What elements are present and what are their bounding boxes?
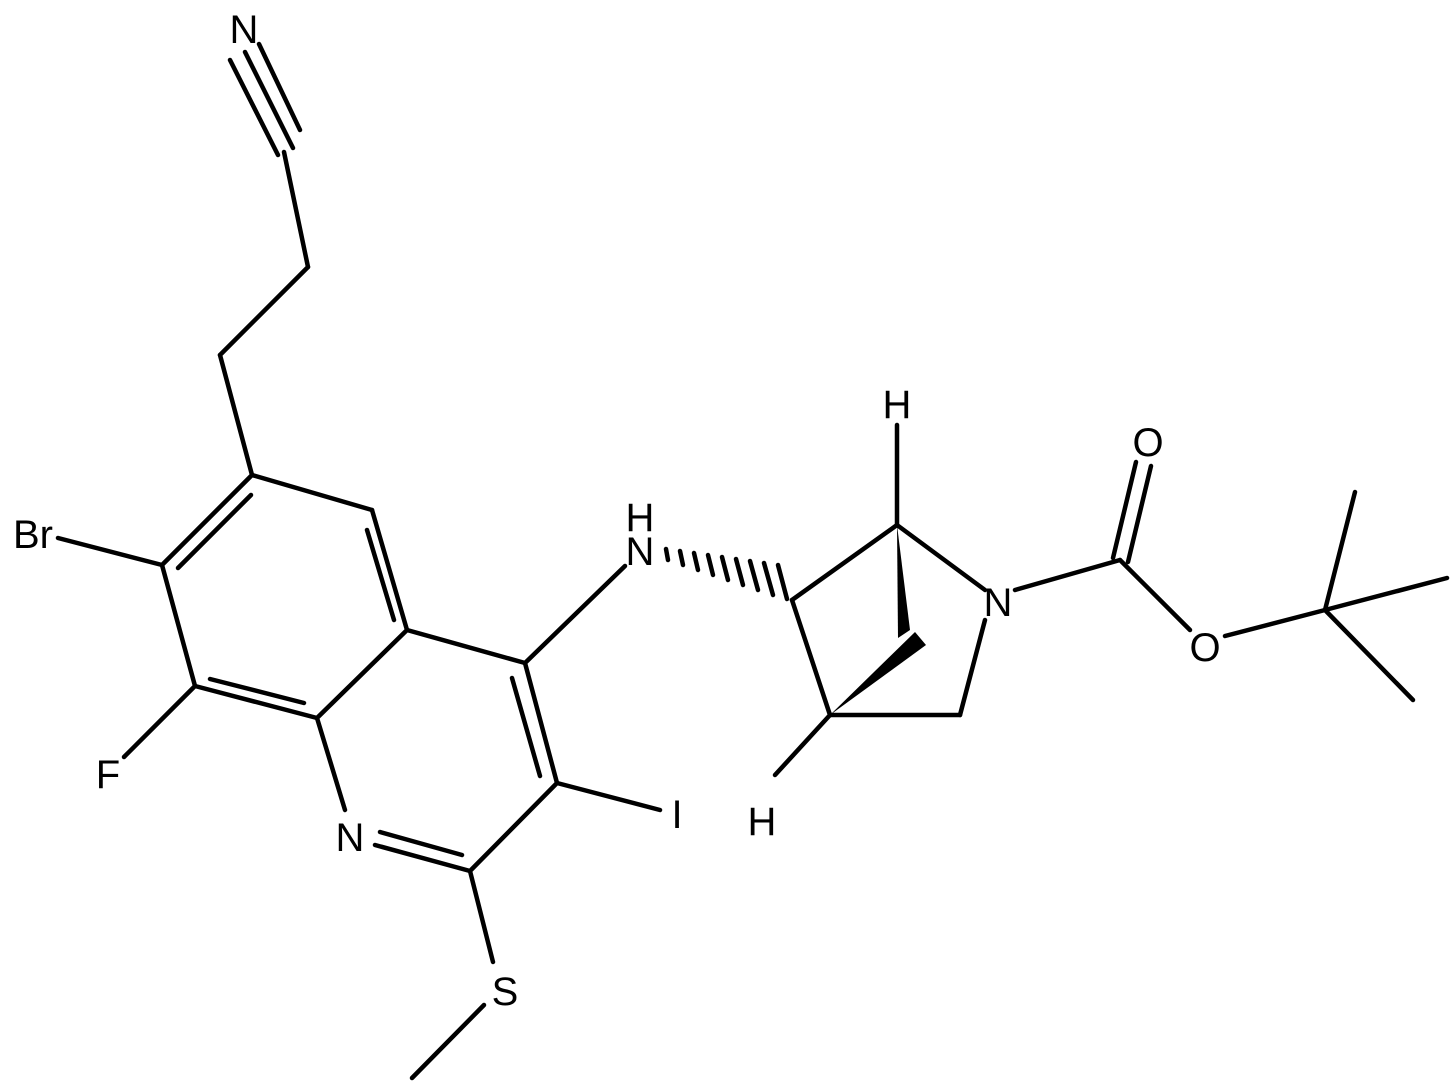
bond-o-tbu (1222, 607, 1328, 639)
wedge-bond-bottom (830, 632, 926, 715)
bond-c-bridgehead-top (789, 522, 900, 603)
bond-tbu-methyl-1 (1322, 489, 1358, 613)
atom-n-ring: N (336, 816, 365, 860)
bond-tbu-methyl-2 (1322, 575, 1450, 613)
bond-c8-f (121, 683, 198, 760)
bond-c3-i (554, 780, 663, 813)
atom-i: I (671, 793, 682, 837)
bond-ch2-ring (217, 352, 255, 478)
bond-c5-c4a (369, 507, 410, 633)
atom-nh-n: N (626, 530, 655, 574)
wedge-bond-top (897, 525, 910, 638)
bond-c8a-c8 (192, 683, 320, 721)
bond-ch2-ch2 (217, 264, 311, 358)
atom-n-bicyclic: N (984, 581, 1013, 625)
bond-c4-c3-inner (509, 675, 543, 779)
bond-c2-n1 (372, 842, 473, 874)
bond-carbonyl-o (1110, 459, 1139, 561)
bond-carbonyl-o-ester (1117, 557, 1193, 633)
bond-c8-c7 (159, 562, 198, 689)
bond-c3-c2 (467, 780, 560, 874)
bond-c4-nh (522, 563, 628, 666)
bond-cn-ch2 (281, 149, 311, 270)
bond-c4a-c8a (314, 627, 410, 721)
bond-c7-c6-inner (175, 492, 254, 571)
bond-c-bridgehead-bottom (789, 597, 833, 718)
atom-h-bottom: H (748, 800, 777, 844)
atom-h-top: H (883, 383, 912, 427)
bond-c7-br (55, 535, 165, 568)
bond-c4-c3 (522, 660, 560, 786)
bond-c2-s (467, 868, 496, 965)
bond-n-ch2 (957, 617, 988, 718)
bond-s-ch3 (409, 1002, 487, 1081)
bond-tbu-methyl-3 (1322, 607, 1416, 703)
bond-bridgehead-bottom-h (772, 712, 833, 778)
bond-c5-c4a-inner (364, 527, 397, 623)
atom-br: Br (13, 513, 53, 557)
bond-n1-c8a (314, 715, 348, 813)
atom-nh-h: H (626, 496, 655, 540)
atom-n-nitrile: N (230, 8, 259, 52)
bond-c6-c5 (249, 472, 375, 513)
bond-bridgehead-top-n (894, 522, 988, 593)
atom-o-ester: O (1189, 626, 1220, 670)
atom-f: F (96, 753, 120, 797)
atom-o-carbonyl: O (1132, 421, 1163, 465)
bond-c8a-c8-inner (207, 676, 307, 706)
nitrile-triple-bond (227, 41, 303, 158)
bond-c2-n1-inner (377, 829, 465, 858)
bond-carbonyl-o-2 (1125, 463, 1154, 565)
bond-c4a-c4 (404, 627, 528, 666)
bond-c7-c6 (159, 472, 255, 568)
hashed-wedge-bond (663, 546, 790, 602)
bond-n-carbonyl (1012, 557, 1123, 593)
atom-s: S (492, 970, 519, 1014)
